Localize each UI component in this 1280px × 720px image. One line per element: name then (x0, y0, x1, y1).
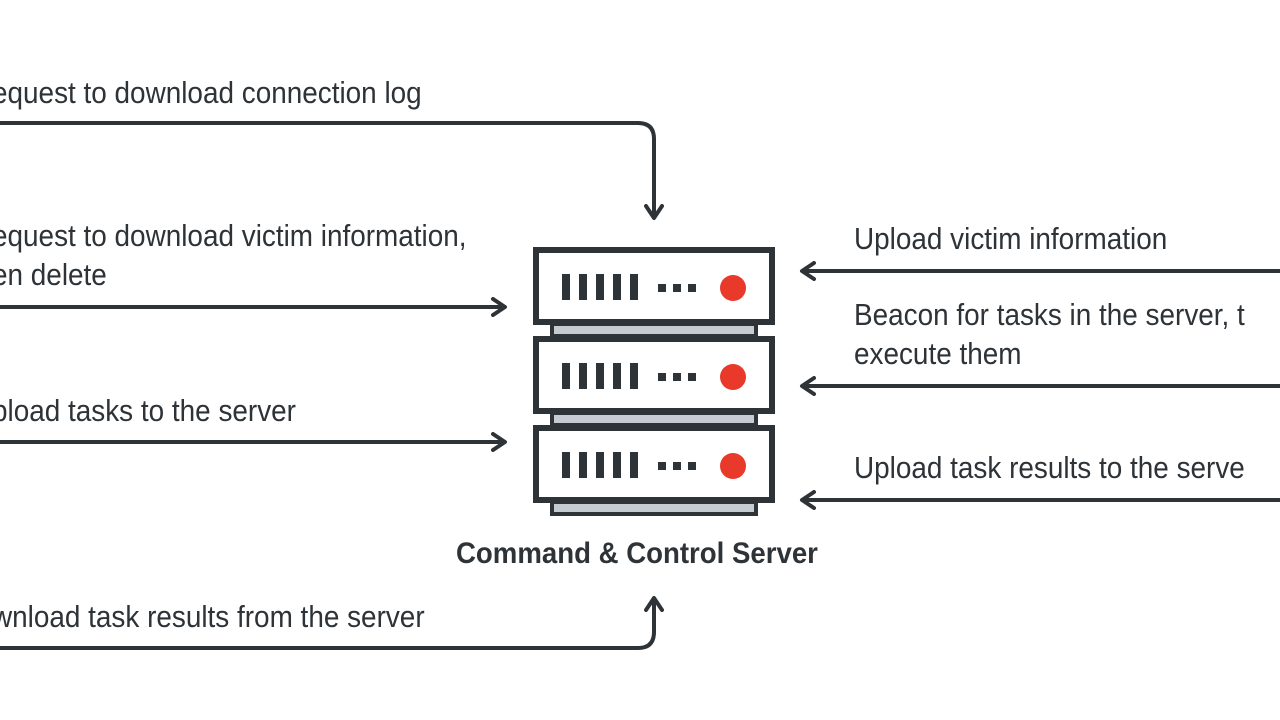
drive-slot (596, 274, 604, 300)
left-flow-label-2: equest to download victim information, e… (0, 216, 467, 294)
indicator-dot (658, 373, 666, 381)
drive-slot (579, 363, 587, 389)
label-line: Beacon for tasks in the server, t (854, 297, 1245, 332)
indicator-dot (673, 373, 681, 381)
drive-slot (630, 363, 638, 389)
status-led-icon (720, 275, 746, 301)
label-line: en delete (0, 257, 107, 292)
status-led-icon (720, 364, 746, 390)
drive-slot (579, 274, 587, 300)
drive-slot (613, 363, 621, 389)
rack-rail (550, 500, 758, 516)
indicator-dot (688, 462, 696, 470)
server-caption: Command & Control Server (456, 537, 818, 570)
server-rack-icon (533, 247, 775, 516)
rack-rail (550, 322, 758, 338)
arrow-download-connection-log (0, 121, 664, 220)
indicator-dot (673, 284, 681, 292)
indicator-dot (658, 462, 666, 470)
drive-slot (562, 452, 570, 478)
label-line: Upload task results to the serve (854, 450, 1245, 485)
drive-slot (596, 363, 604, 389)
label-line: Upload victim information (854, 221, 1168, 256)
left-flow-label-4: wnload task results from the server (0, 597, 425, 636)
drive-slot (579, 452, 587, 478)
indicator-dot (673, 462, 681, 470)
left-flow-label-1: equest to download connection log (0, 73, 422, 112)
drive-slot (613, 274, 621, 300)
left-flow-label-3: pload tasks to the server (0, 391, 296, 430)
right-flow-label-2: Beacon for tasks in the server, t execut… (854, 295, 1245, 373)
right-flow-label-1: Upload victim information (854, 219, 1167, 258)
indicator-dot (658, 284, 666, 292)
drive-slot (630, 274, 638, 300)
drive-slot (562, 363, 570, 389)
label-line: execute them (854, 336, 1022, 371)
label-line: equest to download connection log (0, 75, 422, 110)
drive-slot (562, 274, 570, 300)
drive-slot (613, 452, 621, 478)
label-line: equest to download victim information, (0, 218, 467, 253)
status-led-icon (720, 453, 746, 479)
rack-rail (550, 411, 758, 427)
label-line: wnload task results from the server (0, 599, 425, 634)
label-line: pload tasks to the server (0, 393, 296, 428)
indicator-dot (688, 373, 696, 381)
right-flow-label-3: Upload task results to the serve (854, 448, 1245, 487)
arrow-download-task-results (0, 596, 664, 650)
drive-slot (596, 452, 604, 478)
drive-slot (630, 452, 638, 478)
indicator-dot (688, 284, 696, 292)
